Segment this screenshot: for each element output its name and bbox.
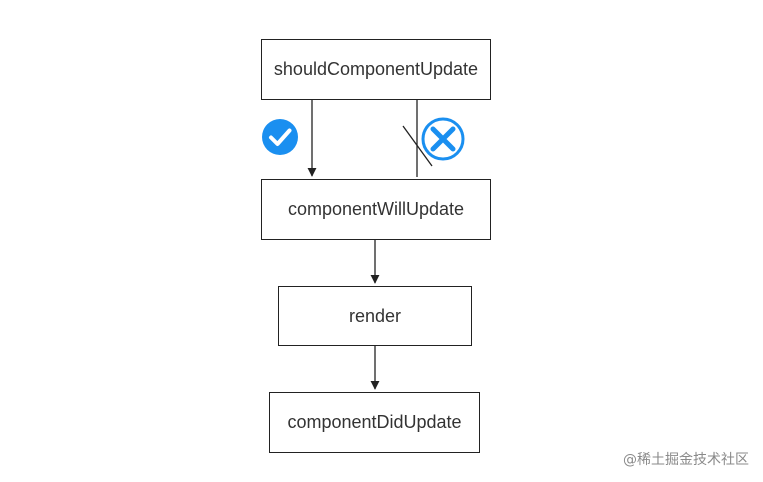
node-label: componentDidUpdate [287,412,462,432]
watermark: @稀土掘金技术社区 [623,452,749,468]
node-should-component-update: shouldComponentUpdate [261,39,491,100]
rejected-branch-strike [402,125,433,167]
node-label: shouldComponentUpdate [273,59,479,79]
node-component-did-update: componentDidUpdate [269,392,480,453]
check-circle-icon [262,119,298,155]
node-label: componentWillUpdate [287,199,465,219]
node-component-will-update: componentWillUpdate [261,179,491,240]
node-label: render [348,305,402,326]
cross-circle-icon [421,117,465,161]
node-render: render [278,286,472,346]
